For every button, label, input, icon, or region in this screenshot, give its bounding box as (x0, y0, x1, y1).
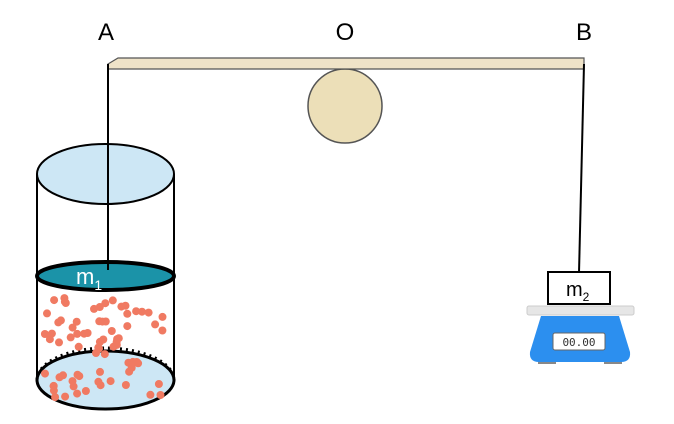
piston-m1 (35, 260, 176, 292)
particle (68, 323, 77, 332)
label-b: B (576, 19, 592, 46)
particle (43, 309, 51, 318)
particle (158, 326, 167, 335)
particle (51, 393, 60, 402)
label-a: A (98, 19, 114, 46)
particle (146, 390, 155, 399)
particle (66, 333, 75, 342)
particle (73, 329, 82, 338)
particle (156, 391, 165, 399)
particle (128, 357, 137, 366)
string-b (578, 63, 585, 274)
mass1-label: m1 (76, 264, 102, 293)
particle (138, 307, 146, 316)
scale-display (552, 332, 606, 351)
particle (96, 381, 105, 390)
particle (144, 308, 153, 317)
particle (80, 329, 89, 338)
scale-reading: 00.00 (562, 336, 595, 349)
particle (55, 373, 64, 382)
gas-particles (40, 294, 167, 402)
label-o: O (336, 19, 355, 46)
particle (123, 322, 132, 331)
digital-scale: 00.00 (526, 305, 635, 364)
particle (108, 296, 117, 305)
fulcrum (307, 68, 383, 144)
particle (72, 317, 81, 326)
particle (117, 302, 126, 311)
particle (101, 299, 110, 308)
particle (100, 350, 109, 359)
particle (41, 369, 49, 378)
particle (90, 304, 98, 313)
particle (49, 382, 58, 391)
particle (132, 307, 141, 316)
particle (154, 380, 163, 388)
cylinder (35, 143, 176, 411)
particle (99, 335, 108, 344)
mass2-label: m2 (566, 279, 590, 304)
particle (73, 370, 82, 379)
particle (81, 387, 90, 395)
particle (60, 294, 69, 303)
particle (98, 317, 107, 326)
particle (47, 329, 56, 338)
particle (61, 392, 70, 401)
particle (55, 338, 63, 347)
particle (112, 340, 121, 349)
particle (56, 316, 65, 325)
particle (74, 342, 83, 351)
particle (158, 312, 167, 321)
particle (50, 296, 59, 305)
particle (106, 377, 115, 386)
particle (73, 389, 82, 398)
particle (151, 320, 160, 329)
particle (68, 377, 77, 386)
particle (96, 367, 104, 376)
particle (123, 309, 132, 318)
lever-bar (107, 57, 585, 70)
mass2-block (547, 271, 611, 305)
particle (121, 381, 130, 389)
particle (40, 330, 49, 338)
particle (107, 327, 116, 335)
